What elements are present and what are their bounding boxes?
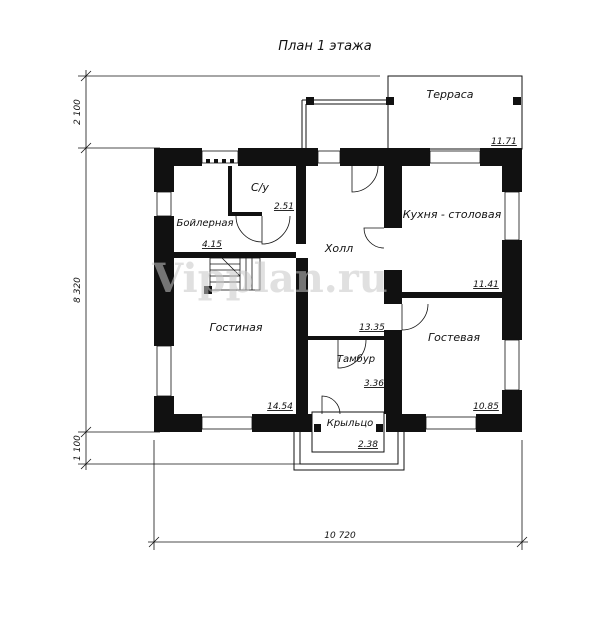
dim-porch-depth: 1 100 — [73, 435, 83, 461]
windows — [156, 150, 520, 430]
room-name-living: Гостиная — [209, 321, 262, 334]
porch-posts — [314, 424, 383, 432]
terrace-posts — [306, 97, 521, 105]
room-area-living: 14.54 — [267, 402, 293, 412]
room-name-bath: С/у — [251, 181, 269, 194]
staircase — [209, 257, 261, 291]
room-name-kitchen: Кухня - столовая — [403, 208, 502, 221]
watermark: Vipplan.ru — [151, 255, 388, 302]
vent-marks — [206, 159, 515, 273]
plan-title: План 1 этажа — [278, 39, 371, 54]
dim-house-width: 10 720 — [324, 531, 356, 541]
room-area-kitchen: 11.41 — [473, 280, 499, 290]
room-name-boiler: Бойлерная — [176, 218, 233, 229]
dimension-lines — [78, 70, 528, 550]
room-area-guest: 10.85 — [473, 402, 499, 412]
room-area-porch: 2.38 — [358, 440, 378, 450]
room-name-guest: Гостевая — [428, 331, 480, 344]
room-name-vestibule: Тамбур — [337, 353, 375, 365]
room-labels: Терраса 11.71 Бойлерная 4.15 С/у 2.51 Хо… — [176, 88, 516, 450]
stair-post — [204, 286, 212, 294]
room-area-bath: 2.51 — [274, 202, 294, 212]
room-name-hall: Холл — [324, 242, 353, 255]
room-area-terrace: 11.71 — [491, 137, 517, 147]
room-area-boiler: 4.15 — [202, 240, 222, 250]
dim-terrace-depth: 2 100 — [73, 99, 83, 125]
door-swings — [235, 165, 429, 415]
room-area-vestibule: 3.36 — [364, 379, 384, 389]
room-name-terrace: Терраса — [427, 88, 474, 101]
dim-house-depth: 8 320 — [73, 277, 83, 303]
room-area-hall: 13.35 — [359, 323, 385, 333]
interior-walls — [174, 148, 502, 414]
room-name-porch: Крыльцо — [327, 418, 374, 429]
terrace-outline — [301, 75, 523, 150]
